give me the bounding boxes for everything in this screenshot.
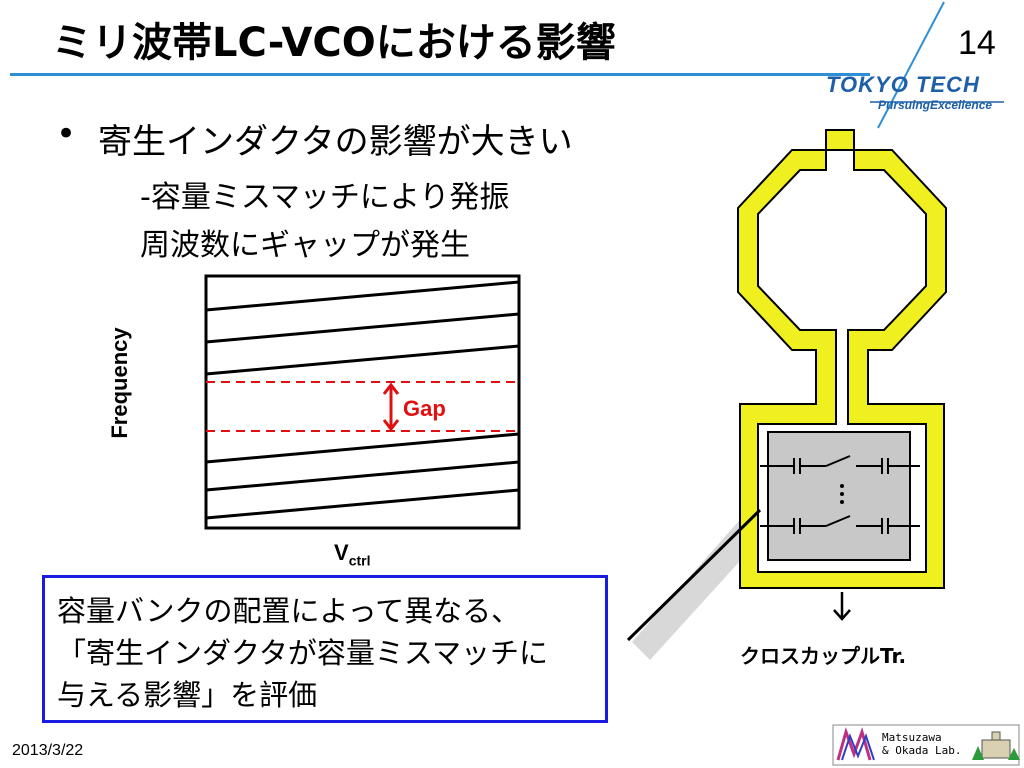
note-box: 容量バンクの配置によって異なる、 「寄生インダクタが容量ミスマッチに 与える影響…: [42, 575, 608, 723]
lab-logo: [832, 724, 1020, 766]
tuning-curve: [205, 344, 520, 376]
page-number: 14: [958, 24, 996, 62]
tokyo-tech-tagline: PursuingExcellence: [878, 98, 993, 112]
tuning-curve: [205, 432, 520, 464]
building-icon: [972, 731, 1020, 760]
gap-arrow-icon: [382, 382, 400, 432]
lab-name: Matsuzawa & Okada Lab.: [882, 731, 962, 757]
switched-capacitor-row: [760, 515, 920, 534]
capacitor-bank: [767, 431, 911, 561]
graph-x-label: Vctrl: [334, 540, 371, 569]
tuning-curve: [205, 312, 520, 344]
bullet-text: 寄生インダクタの影響が大きい: [98, 122, 573, 162]
graph-frame: [204, 274, 521, 530]
bullet-sub-line-1: -容量ミスマッチにより発振: [140, 180, 510, 215]
slide-date: 2013/3/22: [12, 742, 84, 759]
bullet-icon: •: [56, 114, 77, 154]
tuning-curve: [205, 280, 520, 312]
callout-shadow: [632, 506, 770, 660]
tuning-curve: [205, 488, 520, 520]
switched-capacitor-row: [760, 455, 920, 474]
gap-label: Gap: [403, 396, 446, 421]
cross-coupled-caption: クロスカップルTr.: [740, 644, 907, 668]
note-line-2: 「寄生インダクタが容量ミスマッチに: [57, 636, 548, 670]
tuning-curves: [205, 280, 520, 520]
title-underline: [10, 73, 870, 76]
callout-pointer: [626, 508, 762, 642]
ellipsis-dots: [840, 484, 844, 504]
slide-title: ミリ波帯LC-VCOにおける影響: [52, 20, 616, 66]
tuning-curve: [205, 460, 520, 492]
note-line-1: 容量バンクの配置によって異なる、: [57, 594, 521, 628]
bullet-sub-line-2: 周波数にギャップが発生: [140, 228, 470, 263]
tokyo-tech-logo: TOKYO TECH: [826, 72, 980, 97]
title-divider-slash: [870, 1, 1004, 129]
arrow-down-icon: [833, 592, 851, 621]
note-line-3: 与える影響」を評価: [57, 678, 318, 712]
